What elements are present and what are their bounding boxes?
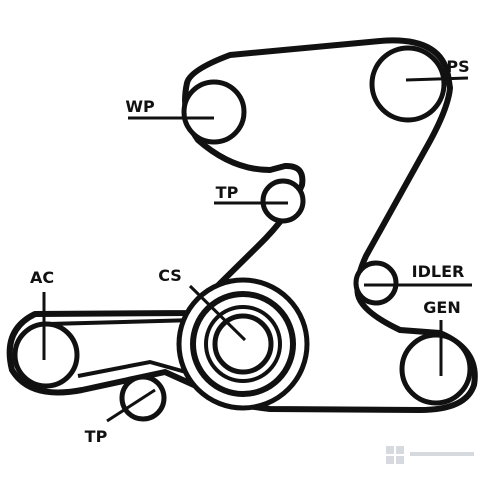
ps-pulley	[369, 45, 447, 123]
wp-label: WP	[125, 97, 155, 116]
idler-pulley	[353, 260, 399, 306]
gen-pulley	[399, 332, 473, 406]
cs-pulley	[176, 277, 310, 411]
ac-pulley	[12, 321, 80, 389]
gen-label: GEN	[423, 298, 460, 317]
tp-upper-pulley	[260, 178, 306, 224]
wp-pulley	[181, 79, 247, 145]
idler-label: IDLER	[412, 262, 465, 281]
tp-lower-label: TP	[85, 427, 108, 446]
tp-upper-label: TP	[216, 183, 239, 202]
watermark-logo	[386, 446, 474, 464]
ps-leader	[405, 76, 469, 82]
cs-leader	[188, 284, 247, 342]
tp-lower-leader	[106, 388, 156, 423]
serpentine-belt	[6, 37, 478, 413]
ac-label: AC	[30, 268, 54, 287]
cs-label: CS	[158, 266, 182, 285]
ps-label: PS	[446, 57, 469, 76]
